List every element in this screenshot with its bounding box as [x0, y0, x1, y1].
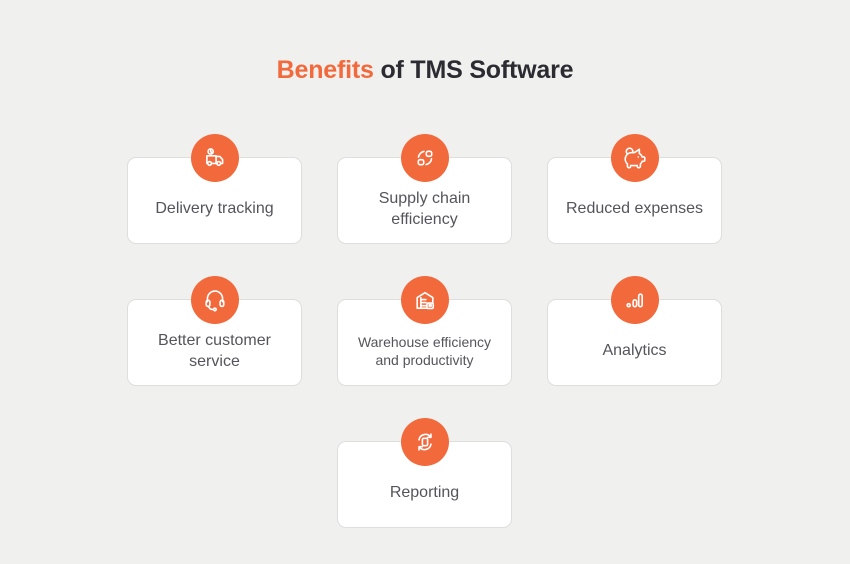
title-rest: of TMS Software [373, 56, 574, 84]
supply-chain-icon [401, 134, 449, 182]
benefit-card-label: Warehouse efficiency and productivity [357, 333, 492, 368]
benefit-card-supply-chain: Supply chain efficiency [337, 134, 512, 244]
warehouse-icon [401, 276, 449, 324]
benefit-card-customer-service: Better customer service [127, 276, 302, 386]
benefit-card-label: Reporting [389, 484, 460, 502]
benefit-card-analytics: Analytics [547, 276, 722, 386]
benefit-card-label: Better customer service [158, 332, 271, 370]
benefit-card-reporting: Reporting [337, 418, 512, 528]
benefit-card-reduced-expenses: Reduced expenses [547, 134, 722, 244]
benefit-card-label: Analytics [602, 342, 667, 360]
bar-chart-icon [611, 276, 659, 324]
piggy-bank-icon [611, 134, 659, 182]
headset-icon [191, 276, 239, 324]
benefit-card-delivery-tracking: Delivery tracking [127, 134, 302, 244]
benefit-card-label: Supply chain efficiency [378, 190, 471, 228]
title-highlight: Benefits [276, 56, 374, 84]
delivery-truck-icon [191, 134, 239, 182]
page-title: Benefits of TMS Software [0, 56, 850, 85]
sync-report-icon [401, 418, 449, 466]
benefit-card-label: Reduced expenses [566, 200, 703, 218]
benefit-card-label: Delivery tracking [155, 200, 274, 218]
benefit-card-warehouse: Warehouse efficiency and productivity [337, 276, 512, 386]
